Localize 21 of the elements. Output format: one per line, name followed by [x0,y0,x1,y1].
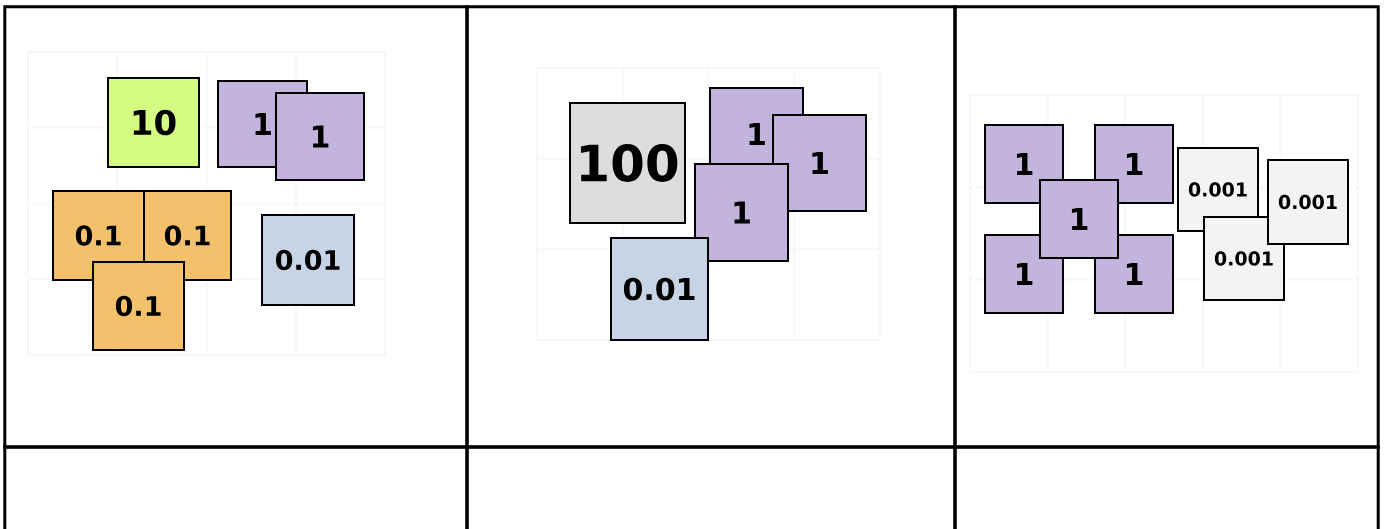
number-tile: 0.001 [1203,216,1285,301]
table-cell [953,445,1380,529]
number-tile: 1 [1094,234,1174,314]
number-tile: 1 [1094,124,1174,204]
number-tile: 1 [984,234,1064,314]
number-tile: 100 [569,102,686,224]
number-tile: 1 [694,163,789,262]
number-tile: 0.01 [261,214,355,306]
number-tile: 0.01 [610,237,709,341]
table-cell [465,445,957,529]
number-tile: 1 [1039,179,1119,259]
number-tile: 1 [984,124,1064,204]
number-tile: 10 [107,77,200,168]
number-tile: 0.1 [92,261,185,351]
table-cell [953,5,1380,449]
table-cell [3,445,469,529]
table-cell [3,5,469,449]
number-tile: 1 [275,92,365,181]
number-tile: 0.001 [1267,159,1349,245]
number-tile: 1 [772,114,867,212]
table-cell [465,5,957,449]
